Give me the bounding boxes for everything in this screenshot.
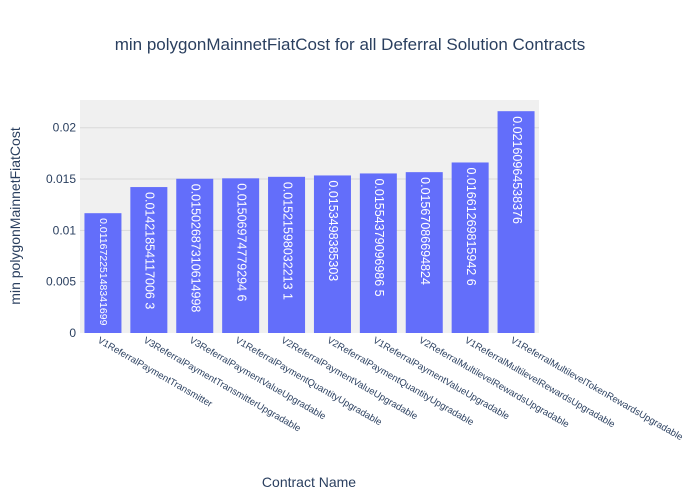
bars <box>84 111 535 333</box>
bar-value-label: 0.01521598032213 1 <box>280 182 294 300</box>
x-axis-ticks: V1ReferralPaymentTransmitterV3ReferralPa… <box>95 335 684 443</box>
y-tick-label: 0.02 <box>53 121 77 135</box>
chart-title: min polygonMainnetFiatCost for all Defer… <box>115 35 586 54</box>
bar-value-label: 0.02160964538376 <box>510 116 524 224</box>
y-tick-label: 0.005 <box>46 275 76 289</box>
bar <box>313 175 351 333</box>
bar-value-label: 0.0153498385303 <box>326 180 340 281</box>
bar-labels: 0.01167225148341699 0.01421854117006 3 0.0… <box>97 116 524 325</box>
x-tick-label: V1ReferralMultilevelTokenRewardsUpgradab… <box>509 335 685 443</box>
bar-value-label: 0.01421854117006 3 <box>143 192 157 309</box>
bar <box>222 178 260 333</box>
y-axis-title: min polygonMainnetFiatCost <box>7 127 23 305</box>
bar <box>451 162 489 333</box>
bar <box>497 111 535 333</box>
bar <box>84 213 122 333</box>
bar-value-label: 0.01661269815942 6 <box>464 167 478 285</box>
bar <box>268 176 306 333</box>
x-axis-title: Contract Name <box>262 474 356 490</box>
bar <box>359 173 397 333</box>
y-tick-label: 0.015 <box>46 172 76 186</box>
bar-value-label: 0.01567086694824 <box>418 177 432 285</box>
bar-value-label: 0.01167225148341699 <box>97 218 109 325</box>
bar-value-label: 0.01554379096986 5 <box>372 178 386 296</box>
y-tick-label: 0.01 <box>53 223 77 237</box>
y-axis-ticks: 0 0.005 0.01 0.015 0.02 <box>46 121 76 340</box>
bar <box>405 172 443 333</box>
bar <box>176 178 214 333</box>
y-tick-label: 0 <box>69 326 76 340</box>
bar-value-label: 0.01502687310614998 <box>188 184 202 313</box>
bar <box>130 187 168 333</box>
bar-value-label: 0.01506974779294 6 <box>234 183 248 301</box>
